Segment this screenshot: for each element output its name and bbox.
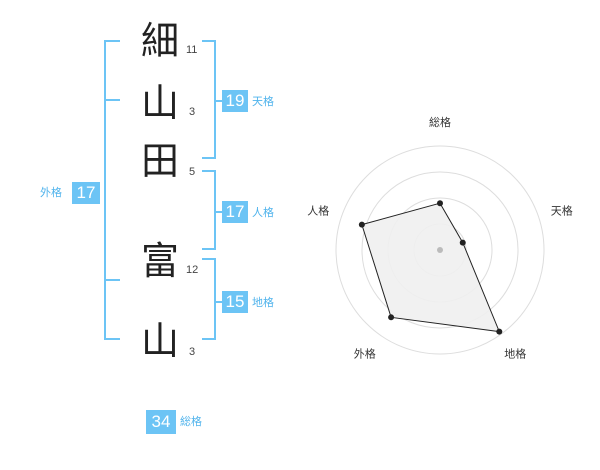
stroke-count-5: 3 bbox=[189, 346, 196, 358]
stroke-count-4: 12 bbox=[186, 264, 199, 276]
radar-ring bbox=[335, 145, 545, 355]
soukaku-label: 総格 bbox=[180, 415, 202, 428]
name-char-5: 山 bbox=[140, 319, 179, 363]
jinkaku-bracket-vertical bbox=[214, 170, 216, 250]
chikaku-bracket-top bbox=[202, 258, 216, 260]
radar-point bbox=[437, 200, 443, 207]
jinkaku-bracket-tick bbox=[214, 211, 222, 213]
soukaku-value: 34 bbox=[146, 410, 176, 434]
stroke-count-3: 5 bbox=[189, 166, 196, 178]
gaikaku-bracket-mid bbox=[104, 99, 120, 101]
tenkaku-bracket-top bbox=[202, 40, 216, 42]
tenkaku-label: 天格 bbox=[252, 95, 274, 108]
tenkaku-bracket-bottom bbox=[202, 157, 216, 159]
radar-ring bbox=[361, 171, 519, 329]
tenkaku-bracket-vertical bbox=[214, 40, 216, 159]
stroke-count-2: 3 bbox=[189, 106, 196, 118]
tenkaku-bracket-tick bbox=[214, 100, 222, 102]
radar-axis-label: 人格 bbox=[307, 203, 329, 217]
name-char-3: 田 bbox=[140, 139, 179, 183]
jinkaku-bracket-top bbox=[202, 170, 216, 172]
tenkaku-value: 19 bbox=[222, 90, 248, 112]
chikaku-bracket-vertical bbox=[214, 258, 216, 340]
name-char-4: 富 bbox=[140, 239, 179, 283]
gaikaku-label: 外格 bbox=[40, 186, 62, 199]
radar-point bbox=[388, 314, 395, 321]
gaikaku-bracket-top bbox=[104, 40, 120, 42]
radar-axis-label: 外格 bbox=[354, 347, 376, 361]
chikaku-label: 地格 bbox=[252, 296, 274, 309]
chikaku-bracket-tick bbox=[214, 301, 222, 303]
gaikaku-value: 17 bbox=[72, 182, 100, 204]
jinkaku-label: 人格 bbox=[252, 206, 274, 219]
jinkaku-bracket-bottom bbox=[202, 248, 216, 250]
gaikaku-bracket-vertical bbox=[104, 40, 106, 340]
jinkaku-value: 17 bbox=[222, 201, 248, 223]
radar-center-dot bbox=[437, 247, 443, 253]
gaikaku-bracket-bottom bbox=[104, 338, 120, 340]
chikaku-value: 15 bbox=[222, 291, 248, 313]
radar-axis-label: 地格 bbox=[504, 347, 526, 361]
radar-point bbox=[459, 239, 466, 246]
name-char-1: 細 bbox=[140, 19, 179, 63]
radar-point bbox=[496, 328, 503, 335]
gaikaku-bracket-low bbox=[104, 279, 120, 281]
radar-axis-label: 総格 bbox=[429, 115, 451, 129]
radar-point bbox=[358, 221, 365, 228]
radar-area bbox=[361, 202, 501, 333]
stroke-count-1: 11 bbox=[186, 44, 198, 56]
name-char-2: 山 bbox=[140, 81, 179, 125]
chikaku-bracket-bottom bbox=[202, 338, 216, 340]
radar-axis-label: 天格 bbox=[551, 203, 573, 217]
